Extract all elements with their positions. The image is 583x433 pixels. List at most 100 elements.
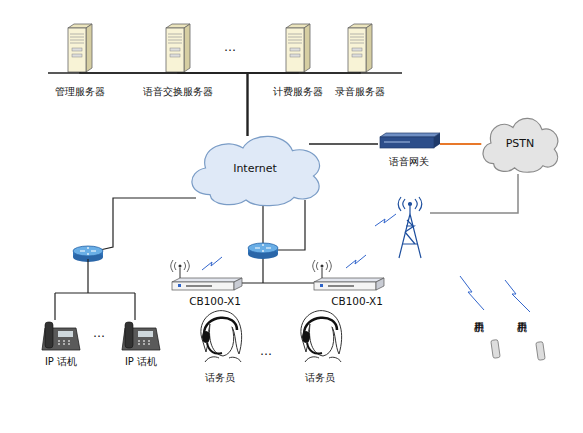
node-text: PSTN bbox=[506, 137, 535, 150]
text-block: 手机用户 bbox=[470, 314, 486, 374]
text-block: 语音交换服务器 bbox=[133, 85, 223, 98]
node-text: 语音交换服务器 bbox=[133, 85, 223, 98]
server-icons-part bbox=[68, 24, 92, 72]
ip-phone-node: IP 话机 bbox=[33, 318, 89, 368]
server-node: 录音服务器 bbox=[325, 22, 395, 98]
ip-phones-part bbox=[42, 322, 80, 350]
wireless-bolts bbox=[202, 214, 530, 312]
node-text: 话务员 bbox=[285, 371, 355, 384]
mobile-phones-part bbox=[536, 342, 545, 361]
node-text: IP 话机 bbox=[33, 355, 89, 368]
text-block: CB100-X1 bbox=[176, 295, 254, 308]
router-two bbox=[240, 200, 314, 283]
gateway-device-part bbox=[384, 142, 410, 143]
connector-line bbox=[440, 143, 481, 145]
text-block: 计费服务器 bbox=[263, 85, 333, 98]
router-two-part bbox=[248, 243, 278, 259]
connector-line bbox=[309, 143, 378, 145]
server-icons-part bbox=[166, 24, 190, 72]
server-node: 语音交换服务器 bbox=[133, 22, 223, 98]
ellipsis-label: … bbox=[260, 344, 272, 358]
radio-tower-part bbox=[409, 206, 410, 214]
text-block: Internet bbox=[180, 128, 330, 208]
radio-tower-part bbox=[398, 197, 422, 211]
text-block: PSTN bbox=[476, 112, 564, 174]
cb100-node: CB100-X1 bbox=[176, 262, 254, 308]
cloud-shape bbox=[192, 136, 320, 205]
ellipsis-label: … bbox=[224, 40, 236, 54]
node-text: CB100-X1 bbox=[318, 295, 396, 308]
node-text: 计费服务器 bbox=[263, 85, 333, 98]
mobile-phones bbox=[491, 340, 545, 361]
wireless-bolts-part bbox=[346, 255, 366, 268]
cloud-shape bbox=[483, 118, 558, 172]
router-two-part bbox=[240, 256, 314, 283]
connector-line bbox=[248, 72, 299, 136]
operator-node: 话务员 bbox=[185, 308, 255, 384]
wireless-bolts-part bbox=[505, 280, 530, 312]
text-block: 管理服务器 bbox=[45, 85, 115, 98]
operator-node: 话务员 bbox=[285, 308, 355, 384]
radio-tower bbox=[398, 197, 422, 258]
router-two-part bbox=[262, 206, 263, 244]
node-text: 管理服务器 bbox=[45, 85, 115, 98]
router-one bbox=[55, 198, 196, 320]
server-icons-part bbox=[286, 24, 310, 72]
server-bus bbox=[48, 72, 402, 74]
text-block: CB100-X1 bbox=[318, 295, 396, 308]
connector-line bbox=[80, 72, 248, 136]
node-text: 语音网关 bbox=[378, 155, 440, 168]
text-block: 语音网关 bbox=[378, 155, 440, 168]
node-text: 录音服务器 bbox=[325, 85, 395, 98]
connector-line bbox=[178, 72, 248, 136]
cb100-devices-part bbox=[313, 260, 384, 290]
pstn-cloud: PSTN bbox=[476, 112, 564, 174]
ellipsis-label: … bbox=[93, 326, 105, 340]
internet-cloud: Internet bbox=[180, 128, 330, 208]
router-one-part bbox=[100, 198, 196, 250]
gateway-node: 语音网关 bbox=[378, 132, 440, 168]
text-block: 话务员 bbox=[285, 371, 355, 384]
pstn-tower-wire bbox=[430, 174, 518, 213]
text-block: IP 话机 bbox=[33, 355, 89, 368]
cb100-node: CB100-X1 bbox=[318, 262, 396, 308]
text-block: 手机用户 bbox=[513, 314, 529, 374]
text-block: 录音服务器 bbox=[325, 85, 395, 98]
radio-tower-part bbox=[409, 203, 412, 206]
router-one-part bbox=[55, 259, 135, 320]
text-block: 话务员 bbox=[185, 371, 255, 384]
router-two-part bbox=[277, 200, 305, 250]
cb100-devices-part bbox=[171, 260, 242, 290]
server-icons-part bbox=[348, 24, 372, 72]
ip-phones-part bbox=[122, 322, 160, 350]
server-node: 计费服务器 bbox=[263, 22, 333, 98]
wireless-bolts-part bbox=[202, 257, 222, 270]
node-text: CB100-X1 bbox=[176, 295, 254, 308]
text-block: IP 话机 bbox=[113, 355, 169, 368]
ip-phones bbox=[42, 322, 160, 350]
server-node: 管理服务器 bbox=[45, 22, 115, 98]
mobile-phones-part bbox=[491, 340, 500, 359]
ip-phone-node: IP 话机 bbox=[113, 318, 169, 368]
mobile-user-node: 手机用户 bbox=[470, 314, 486, 374]
node-text: 话务员 bbox=[185, 371, 255, 384]
server-icons bbox=[68, 24, 372, 72]
operators bbox=[201, 311, 342, 362]
gateway-device-part bbox=[434, 133, 440, 148]
radio-tower-part bbox=[403, 220, 417, 244]
gateway-device bbox=[380, 133, 440, 148]
cb100-devices bbox=[171, 260, 384, 290]
gateway-device-part bbox=[380, 137, 434, 148]
node-text: Internet bbox=[233, 162, 277, 175]
node-text: IP 话机 bbox=[113, 355, 169, 368]
wireless-bolts-part bbox=[460, 276, 484, 310]
operators-part bbox=[201, 311, 242, 362]
connector-line bbox=[248, 72, 361, 136]
radio-tower-part bbox=[399, 214, 421, 258]
wireless-bolts-part bbox=[375, 214, 396, 226]
operators-part bbox=[301, 311, 342, 362]
mobile-user-node: 手机用户 bbox=[513, 314, 529, 374]
